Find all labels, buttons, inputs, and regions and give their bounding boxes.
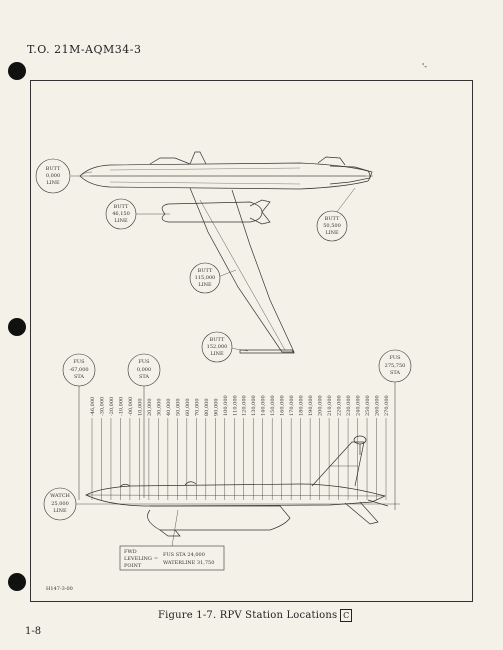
svg-text:LINE: LINE bbox=[46, 180, 60, 186]
station-label: 170,000 bbox=[289, 395, 295, 416]
svg-text:FUS: FUS bbox=[73, 359, 85, 365]
station-label: -20,000 bbox=[109, 397, 115, 416]
svg-text:STA: STA bbox=[139, 374, 149, 380]
svg-text:LEVELING: LEVELING bbox=[124, 556, 152, 562]
station-label: -10,000 bbox=[118, 397, 124, 416]
svg-text:POINT: POINT bbox=[124, 563, 142, 569]
svg-text:BUTT: BUTT bbox=[325, 216, 340, 222]
page-number: 1-8 bbox=[25, 626, 42, 637]
station-label: 110,000 bbox=[232, 395, 238, 416]
svg-text:46,150: 46,150 bbox=[112, 211, 130, 217]
station-label: 20,000 bbox=[147, 399, 153, 417]
svg-text:WATERLINE 31,750: WATERLINE 31,750 bbox=[163, 560, 214, 566]
svg-text:STA: STA bbox=[74, 374, 84, 380]
station-label: 160,000 bbox=[280, 395, 286, 416]
station-label: 70,000 bbox=[194, 399, 200, 417]
svg-text:=: = bbox=[154, 556, 158, 562]
station-label: 250,000 bbox=[365, 395, 371, 416]
station-label: 130,000 bbox=[251, 395, 257, 416]
svg-text:FUS STA 24,000: FUS STA 24,000 bbox=[163, 552, 205, 558]
station-label: 270,000 bbox=[384, 395, 390, 416]
svg-text:LINE: LINE bbox=[53, 508, 67, 514]
station-label: 150,000 bbox=[270, 395, 276, 416]
svg-text:LINE: LINE bbox=[325, 230, 339, 236]
station-label: 50,000 bbox=[175, 399, 181, 417]
station-label: -30,000 bbox=[99, 397, 105, 416]
svg-text:25,000: 25,000 bbox=[51, 501, 69, 507]
svg-text:0,000: 0,000 bbox=[137, 367, 151, 373]
station-label: 220,000 bbox=[337, 395, 343, 416]
fus-sta-callout-left: FUS -67,000 STA bbox=[62, 353, 96, 387]
fus-sta-callout-right: FUS 275,750 STA bbox=[378, 349, 412, 383]
station-label: 230,000 bbox=[346, 395, 352, 416]
svg-text:STA: STA bbox=[390, 370, 400, 376]
butt-line-callout-0: BUTT 0,000 LINE bbox=[35, 158, 71, 194]
station-label: 40,000 bbox=[166, 399, 172, 417]
leveling-point-box: FWD LEVELING POINT = FUS STA 24,000 WATE… bbox=[119, 545, 225, 571]
station-label: 120,000 bbox=[242, 395, 248, 416]
svg-text:0,000: 0,000 bbox=[46, 173, 60, 179]
svg-text:LINE: LINE bbox=[114, 218, 128, 224]
tick-mark: '- bbox=[422, 62, 427, 71]
station-label: 100,000 bbox=[223, 395, 229, 416]
svg-text:BUTT: BUTT bbox=[210, 337, 225, 343]
svg-text:FUS: FUS bbox=[138, 359, 150, 365]
document-number: T.O. 21M-AQM34-3 bbox=[27, 43, 142, 56]
station-label: 80,000 bbox=[204, 399, 210, 417]
svg-text:WATCH: WATCH bbox=[50, 493, 70, 499]
svg-text:BUTT: BUTT bbox=[114, 204, 129, 210]
svg-text:50,500: 50,500 bbox=[323, 223, 341, 229]
watch-line-callout: WATCH 25,000 LINE bbox=[43, 487, 77, 521]
svg-text:115,000: 115,000 bbox=[195, 275, 216, 281]
caption-text: Figure 1-7. RPV Station Locations bbox=[158, 610, 338, 621]
station-label: 210,000 bbox=[327, 395, 333, 416]
binder-hole-bottom bbox=[8, 573, 26, 591]
drawing-code: H147-3-00 bbox=[46, 586, 73, 592]
svg-text:FUS: FUS bbox=[389, 355, 401, 361]
svg-text:152,000: 152,000 bbox=[207, 344, 228, 350]
fus-sta-callout-zero: FUS 0,000 STA bbox=[127, 353, 161, 387]
station-label: 260,000 bbox=[375, 395, 381, 416]
svg-text:LINE: LINE bbox=[198, 282, 212, 288]
station-label: -46,000 bbox=[90, 397, 96, 416]
station-label: 180,000 bbox=[299, 395, 305, 416]
butt-line-callout-115: BUTT 115,000 LINE bbox=[189, 262, 221, 294]
station-label: 10,000 bbox=[137, 399, 143, 417]
svg-text:LINE: LINE bbox=[210, 351, 224, 357]
binder-hole-middle bbox=[8, 318, 26, 336]
station-label: 140,000 bbox=[261, 395, 267, 416]
station-label: 60,000 bbox=[185, 399, 191, 417]
svg-text:275,750: 275,750 bbox=[385, 363, 406, 369]
svg-text:FWD: FWD bbox=[124, 549, 137, 555]
caption-box-letter: C bbox=[340, 609, 353, 622]
svg-text:BUTT: BUTT bbox=[46, 166, 61, 172]
station-label: 240,000 bbox=[356, 395, 362, 416]
svg-text:-67,000: -67,000 bbox=[69, 367, 88, 373]
butt-line-callout-152: BUTT 152,000 LINE bbox=[201, 331, 233, 363]
station-label: -00,000 bbox=[128, 397, 134, 416]
top-view-aircraft bbox=[79, 151, 373, 354]
butt-line-callout-46: BUTT 46,150 LINE bbox=[105, 198, 137, 230]
station-label: 190,000 bbox=[308, 395, 314, 416]
station-label: 90,000 bbox=[213, 399, 219, 417]
station-label: 30,000 bbox=[156, 399, 162, 417]
butt-line-callout-50: BUTT 50,500 LINE bbox=[316, 210, 348, 242]
svg-text:BUTT: BUTT bbox=[198, 268, 213, 274]
binder-hole-top bbox=[8, 62, 26, 80]
figure-frame bbox=[30, 80, 473, 602]
side-view-aircraft bbox=[85, 435, 389, 537]
station-label: 200,000 bbox=[318, 395, 324, 416]
